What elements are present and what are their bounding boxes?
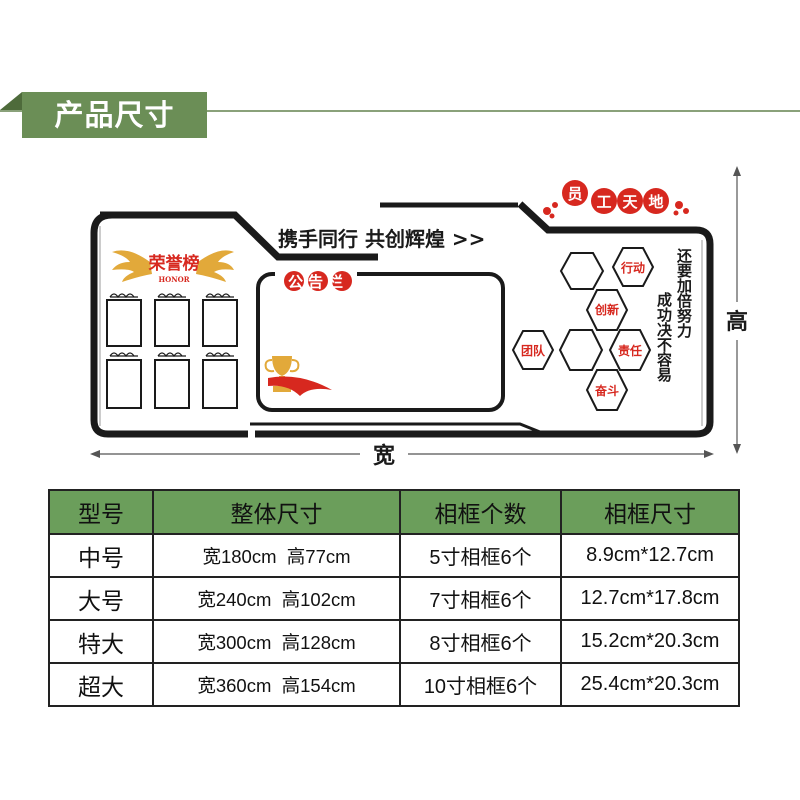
board-slogan: 携手同行 共创辉煌 >>	[278, 227, 485, 251]
header-divider	[0, 110, 800, 112]
hexagon	[585, 289, 629, 331]
hexagon	[585, 369, 629, 411]
flower-sprig-icon	[543, 201, 689, 219]
cell-model: 中号	[48, 533, 154, 578]
table-row: 特大 宽300cm 高128cm 8寸相框6个 15.2cm*20.3cm	[48, 619, 740, 664]
hexagon	[511, 330, 555, 370]
header-overall-size: 整体尺寸	[152, 489, 401, 535]
header-model: 型号	[48, 489, 154, 535]
cell-overall-size: 宽180cm 高77cm	[152, 533, 401, 578]
header-tab	[22, 92, 207, 138]
size-table: 型号 整体尺寸 相框个数 相框尺寸 中号 宽180cm 高77cm 5寸相框6个…	[48, 489, 740, 707]
size-width: 宽240cm	[197, 588, 272, 610]
cell-frame-count: 7寸相框6个	[399, 576, 562, 621]
height-label: 高	[726, 309, 748, 335]
cell-model: 特大	[48, 619, 154, 664]
hexagon	[558, 329, 604, 371]
cell-frame-size: 15.2cm*20.3cm	[560, 619, 740, 664]
size-height: 高154cm	[281, 674, 356, 696]
hexagon	[559, 252, 605, 290]
table-row: 中号 宽180cm 高77cm 5寸相框6个 8.9cm*12.7cm	[48, 533, 740, 578]
header-fold	[0, 92, 22, 110]
cell-frame-size: 12.7cm*17.8cm	[560, 576, 740, 621]
photo-frames	[106, 299, 238, 409]
size-width: 宽300cm	[197, 631, 272, 653]
height-dimension	[733, 166, 741, 454]
notice-board	[256, 272, 505, 412]
corner-title-circles	[562, 180, 669, 214]
hex-label: 团队	[521, 343, 546, 358]
corner-char: 天	[622, 193, 638, 211]
header-frame-size: 相框尺寸	[560, 489, 740, 535]
honor-subtitle: HONOR	[158, 275, 189, 284]
motto-column-1: 还要加倍努力	[675, 247, 693, 339]
size-height: 高77cm	[286, 545, 351, 567]
wall-board-diagram: 携手同行 共创辉煌 >> 荣誉榜 HONOR 公告栏	[90, 166, 748, 469]
table-row: 大号 宽240cm 高102cm 7寸相框6个 12.7cm*17.8cm	[48, 576, 740, 621]
honor-wings-icon	[112, 250, 234, 282]
width-label: 宽	[373, 443, 395, 469]
hex-label: 奋斗	[594, 383, 619, 398]
board-outline	[100, 211, 378, 261]
frame-ornaments	[109, 293, 234, 358]
board-outline-left	[90, 211, 248, 438]
photo-frame	[202, 359, 238, 409]
hex-label: 创新	[594, 302, 619, 317]
section-title: 产品尺寸	[54, 98, 175, 132]
honor-title: 荣誉榜	[148, 253, 200, 274]
notice-title-circles	[284, 271, 352, 291]
size-height: 高102cm	[281, 588, 356, 610]
hexagon	[608, 329, 652, 371]
cell-model: 大号	[48, 576, 154, 621]
hexagon-cluster	[511, 247, 655, 411]
size-width: 宽360cm	[197, 674, 272, 696]
motto-column-2: 成功决不容易	[655, 291, 673, 383]
cell-model: 超大	[48, 662, 154, 707]
cell-frame-size: 8.9cm*12.7cm	[560, 533, 740, 578]
hex-label: 行动	[620, 260, 645, 275]
photo-frame	[202, 299, 238, 347]
photo-frame	[154, 299, 190, 347]
cell-overall-size: 宽240cm 高102cm	[152, 576, 401, 621]
notice-title: 公告栏	[288, 273, 348, 291]
cell-frame-count: 5寸相框6个	[399, 533, 562, 578]
photo-frame	[154, 359, 190, 409]
hexagon	[611, 247, 655, 287]
photo-frame	[106, 299, 142, 347]
board-bottom-wave	[250, 422, 546, 436]
trophy-icon	[264, 356, 332, 396]
cell-frame-count: 8寸相框6个	[399, 619, 562, 664]
table-row: 超大 宽360cm 高154cm 10寸相框6个 25.4cm*20.3cm	[48, 662, 740, 707]
table-header-row: 型号 整体尺寸 相框个数 相框尺寸	[48, 489, 740, 535]
board-outline-right	[255, 201, 714, 438]
corner-char: 员	[567, 185, 582, 203]
width-dimension	[90, 450, 714, 458]
hex-label: 责任	[618, 343, 642, 358]
size-width: 宽180cm	[202, 545, 277, 567]
photo-frame	[106, 359, 142, 409]
corner-char: 工	[596, 193, 611, 211]
cell-overall-size: 宽360cm 高154cm	[152, 662, 401, 707]
size-height: 高128cm	[281, 631, 356, 653]
cell-frame-size: 25.4cm*20.3cm	[560, 662, 740, 707]
corner-char: 地	[648, 193, 663, 211]
cell-frame-count: 10寸相框6个	[399, 662, 562, 707]
cell-overall-size: 宽300cm 高128cm	[152, 619, 401, 664]
header-frame-count: 相框个数	[399, 489, 562, 535]
